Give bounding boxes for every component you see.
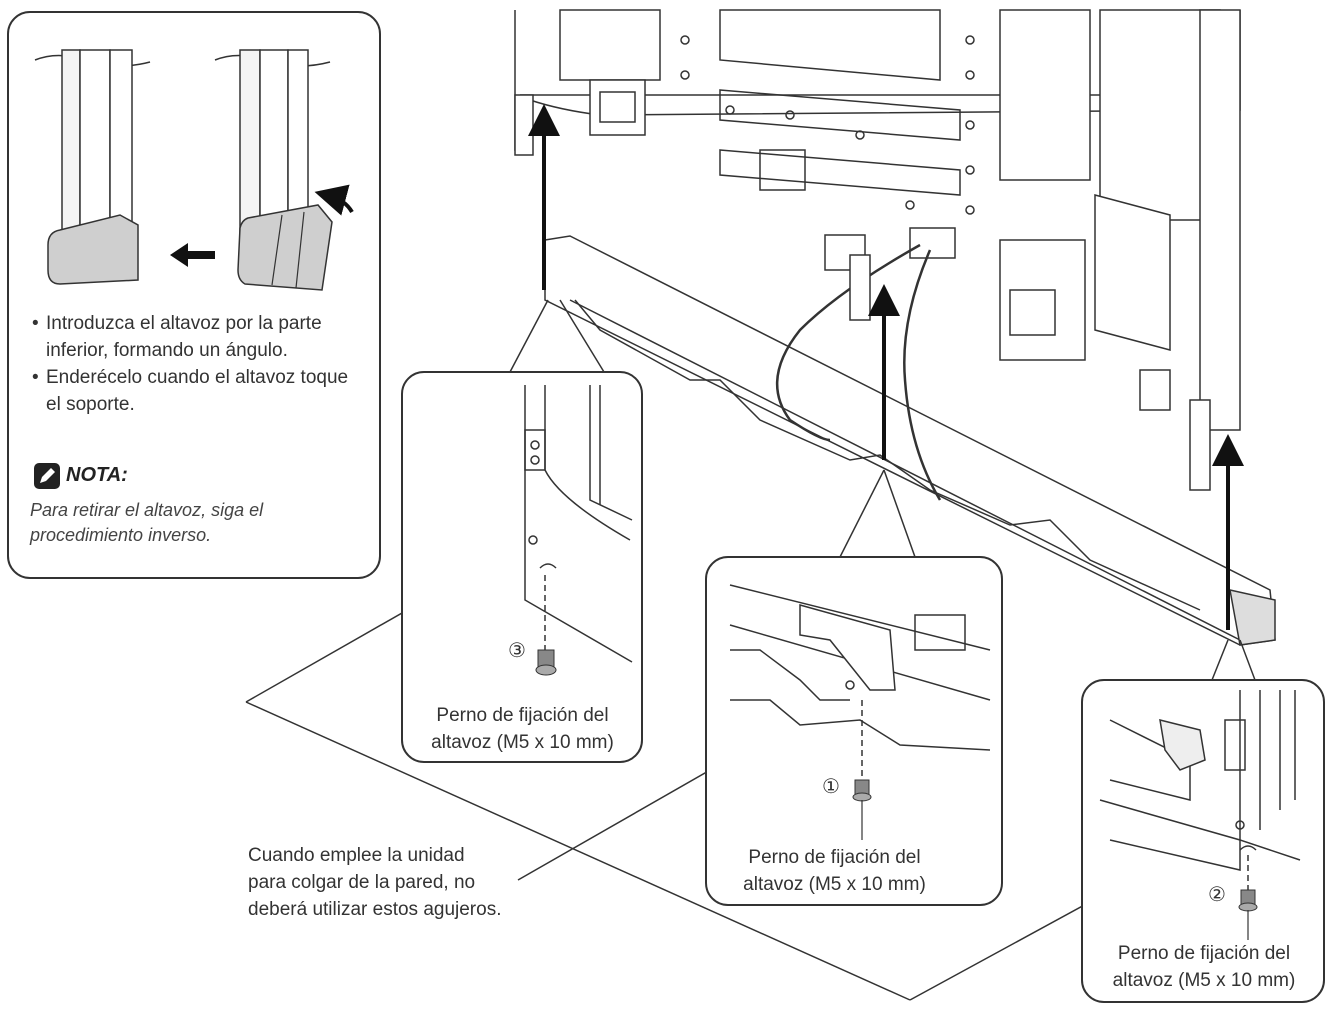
- callout-number-3: ③: [508, 640, 526, 662]
- instruction-item: Enderécelo cuando el altavoz toque el so…: [32, 364, 362, 418]
- wall-mount-warning: Cuando emplee la unidad para colgar de l…: [248, 845, 502, 920]
- arrow-up-icon: [528, 104, 1244, 630]
- callout-number-1: ①: [822, 776, 840, 798]
- pencil-note-icon: [34, 462, 60, 489]
- zoom-panel-left: [401, 371, 643, 763]
- display-rear-panel: [514, 9, 1241, 491]
- instruction-list: Introduzca el altavoz por la parte infer…: [32, 310, 362, 418]
- note-text: Para retirar el altavoz, siga el procedi…: [30, 500, 264, 545]
- bolt-label-center: Perno de fijación del altavoz (M5 x 10 m…: [743, 847, 926, 895]
- instruction-item: Introduzca el altavoz por la parte infer…: [32, 310, 362, 364]
- screw-icon: [852, 779, 872, 802]
- zoom-panel-center: [705, 556, 1003, 906]
- screw-icon: [1238, 889, 1258, 912]
- bolt-label-right: Perno de fijación del altavoz (M5 x 10 m…: [1112, 943, 1296, 991]
- note-heading: NOTA:: [34, 462, 128, 489]
- bolt-label-left: Perno de fijación del altavoz (M5 x 10 m…: [431, 705, 614, 753]
- insertion-inset-panel: [7, 11, 381, 579]
- zoom-panel-right: [1081, 679, 1325, 1003]
- note-title: NOTA:: [66, 464, 128, 486]
- screw-icon: [535, 649, 557, 676]
- speaker-bar: [544, 235, 1276, 646]
- callout-number-2: ②: [1208, 884, 1226, 906]
- arrow-left-icon: [170, 243, 215, 267]
